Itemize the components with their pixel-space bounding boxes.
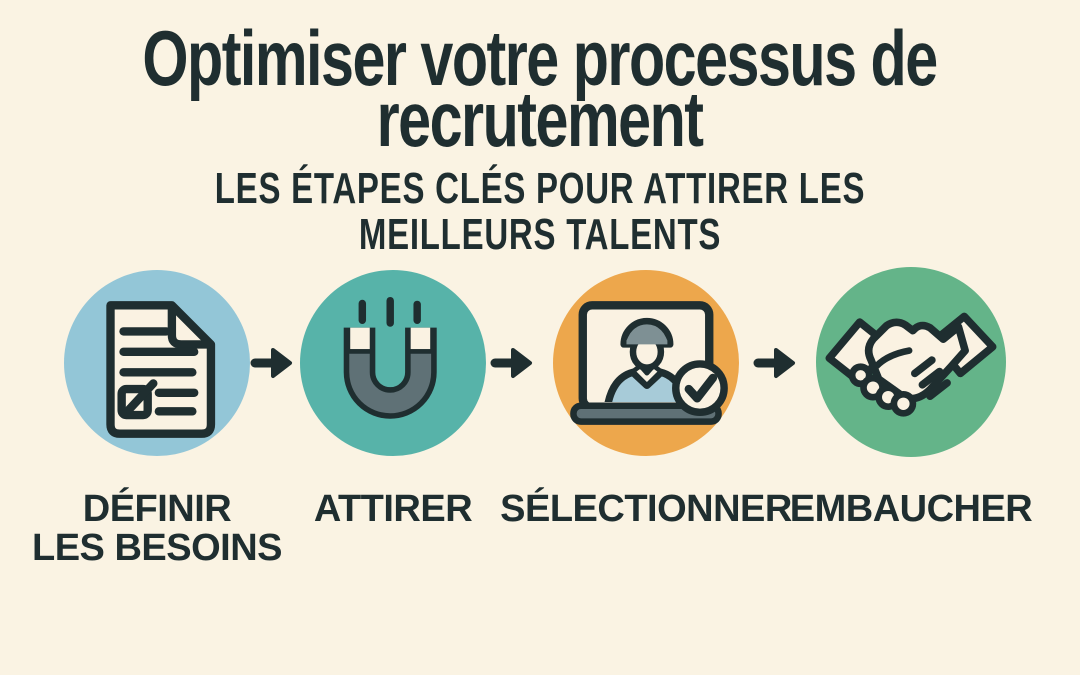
page-title: Optimiser votre processus de recrutement bbox=[0, 14, 1080, 163]
page-subtitle: LES ÉTAPES CLÉS POUR ATTIRER LES MEILLEU… bbox=[214, 164, 866, 259]
step-embaucher: EMBAUCHER bbox=[771, 267, 1051, 550]
step-label-attirer: ATTIRER bbox=[313, 488, 473, 530]
step-attirer: ATTIRER bbox=[253, 270, 533, 550]
candidate-screen-check-icon bbox=[570, 301, 728, 425]
document-checklist-icon bbox=[106, 301, 216, 438]
step-circle-attirer bbox=[300, 270, 486, 456]
page-title-line2: recrutement bbox=[377, 75, 704, 163]
page-title-line1: Optimiser votre processus de bbox=[142, 14, 939, 102]
arrow-right-icon bbox=[753, 345, 797, 381]
step-circle-embaucher bbox=[816, 267, 1006, 457]
step-label-selectionner: SÉLECTIONNER bbox=[500, 488, 792, 530]
arrow-right-icon bbox=[250, 345, 294, 381]
step-definir: DÉFINIR LES BESOINS bbox=[17, 270, 297, 568]
handshake-icon bbox=[825, 312, 997, 417]
step-selectionner: SÉLECTIONNER bbox=[500, 270, 792, 550]
magnet-icon bbox=[343, 296, 437, 419]
step-circle-definir bbox=[64, 270, 250, 456]
step-circle-selectionner bbox=[553, 270, 739, 456]
step-label-embaucher: EMBAUCHER bbox=[789, 488, 1033, 530]
step-label-definir: DÉFINIR LES BESOINS bbox=[32, 488, 283, 569]
arrow-right-icon bbox=[490, 345, 534, 381]
